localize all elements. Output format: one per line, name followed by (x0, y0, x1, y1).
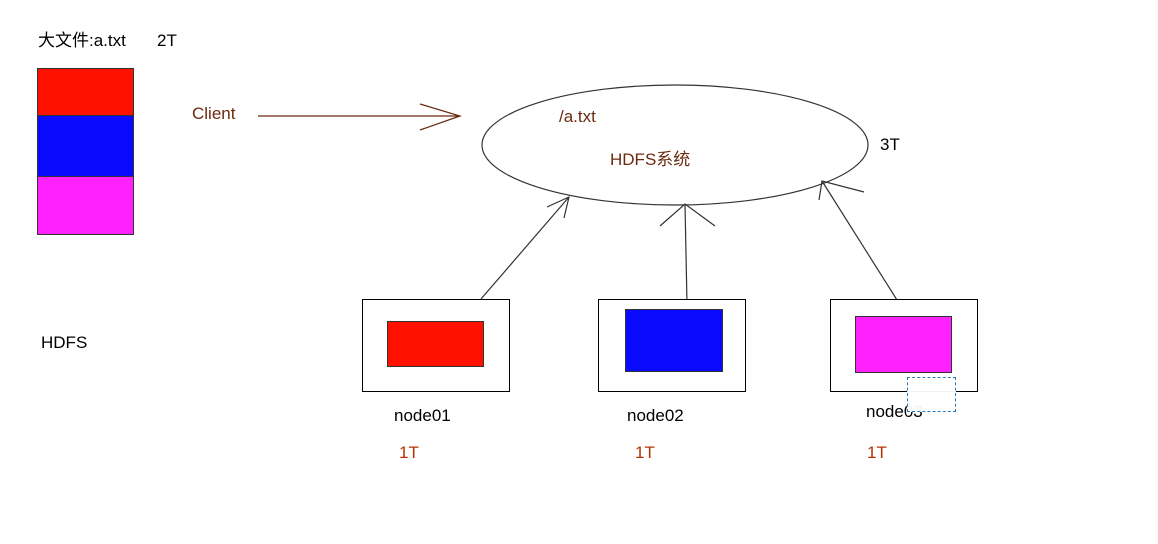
hdfs-ellipse (481, 84, 869, 206)
node02-label: node02 (627, 406, 684, 425)
node02-capacity: 1T (635, 443, 655, 462)
arrow-node03 (818, 180, 898, 301)
file-title: 大文件:a.txt (38, 31, 126, 50)
file-block-3 (37, 176, 134, 235)
selection-marquee[interactable] (907, 377, 956, 412)
node03-capacity: 1T (867, 443, 887, 462)
node01-label: node01 (394, 406, 451, 425)
file-size: 2T (157, 31, 177, 50)
client-label: Client (192, 104, 236, 123)
cluster-path: /a.txt (559, 107, 596, 126)
hdfs-label: HDFS (41, 333, 88, 352)
file-block-1 (37, 68, 134, 116)
file-block-2 (37, 115, 134, 177)
arrow-node02 (659, 203, 716, 305)
node01-capacity: 1T (399, 443, 419, 462)
node02-block (625, 309, 723, 372)
node03-block (855, 316, 952, 373)
node01-block (387, 321, 484, 367)
arrow-node01 (480, 195, 570, 300)
cluster-capacity: 3T (880, 135, 900, 154)
client-arrow (258, 103, 462, 131)
cluster-system-label: HDFS系统 (610, 150, 691, 169)
